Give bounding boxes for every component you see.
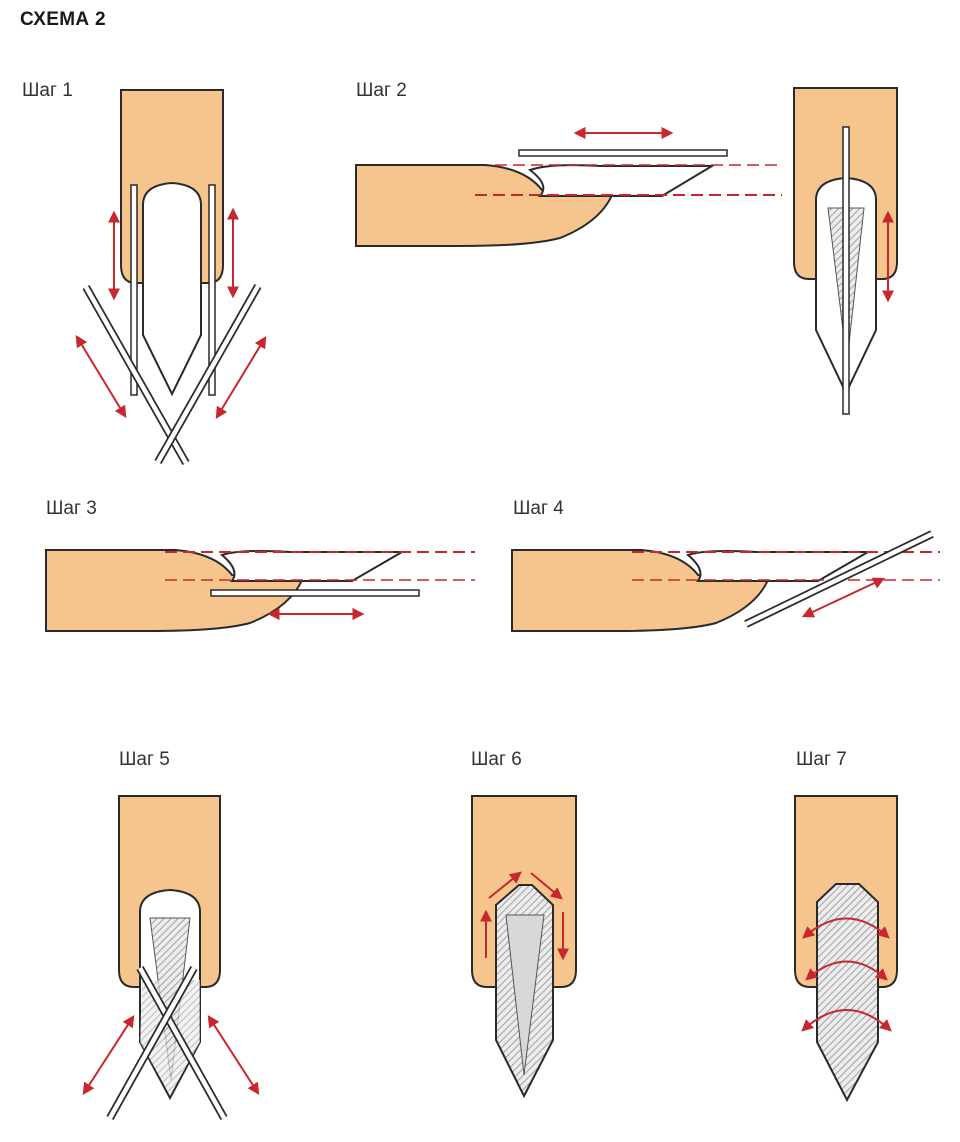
motion-arrow-top-left xyxy=(488,871,522,899)
nail-file-left-vertical xyxy=(130,184,138,396)
nail-file-right-vertical xyxy=(208,184,216,396)
motion-arrow-left-diagonal xyxy=(75,334,127,419)
step-4-figure xyxy=(511,530,940,632)
nail-file-horizontal xyxy=(518,149,728,157)
step-7-label: Шаг 7 xyxy=(796,749,847,770)
step-3-figure xyxy=(45,549,475,632)
finger-side-view xyxy=(511,549,770,632)
step-2-top-figure xyxy=(793,87,898,415)
motion-arrow-arc-bottom xyxy=(801,1009,892,1032)
extension-side-view xyxy=(527,164,716,197)
shaped-extension xyxy=(816,883,879,1103)
motion-arrow-arc-top xyxy=(802,917,890,939)
finger-side-view xyxy=(355,164,614,247)
step-4-label: Шаг 4 xyxy=(513,498,564,519)
motion-arrow-top-right xyxy=(530,872,563,900)
extension-tip xyxy=(142,181,202,397)
step-5-label: Шаг 5 xyxy=(119,749,170,770)
step-6-figure xyxy=(471,795,577,1099)
step-7-figure xyxy=(794,795,898,1103)
motion-arrow-left-diagonal xyxy=(82,1014,135,1096)
step-1-label: Шаг 1 xyxy=(22,80,73,101)
step-1-figure xyxy=(75,89,267,465)
step-3-label: Шаг 3 xyxy=(46,498,97,519)
step-2-side-figure xyxy=(355,127,782,247)
step-2-label: Шаг 2 xyxy=(356,80,407,101)
step-6-label: Шаг 6 xyxy=(471,749,522,770)
nail-file-horizontal xyxy=(210,589,420,597)
nail-file-vertical xyxy=(842,126,850,415)
motion-arrow-angled xyxy=(801,577,886,618)
motion-arrow-right-diagonal xyxy=(215,335,267,420)
step-5-figure xyxy=(82,795,260,1120)
motion-arrow-arc-middle xyxy=(805,960,888,981)
diagram-title: СХЕМА 2 xyxy=(20,9,106,30)
motion-arrow-right-diagonal xyxy=(207,1014,260,1096)
extension-side-view xyxy=(219,550,406,582)
